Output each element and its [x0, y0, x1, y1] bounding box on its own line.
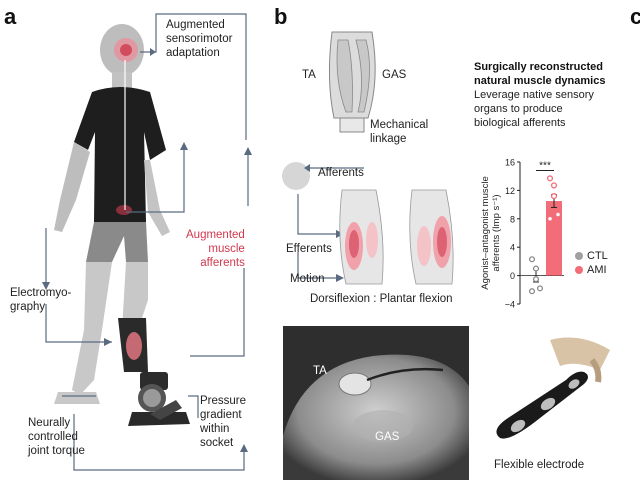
label-gas: GAS [382, 69, 407, 81]
y-tick-label: 0 [510, 271, 515, 281]
data-point-ami [550, 182, 558, 189]
data-point-ctl [528, 288, 536, 295]
muscle-pair-schematic [328, 31, 376, 133]
panel-b-heading: Surgically reconstructed natural muscle … [474, 61, 606, 87]
data-point-ami [546, 215, 554, 222]
panel-label-b: b [274, 4, 288, 29]
label-dorsi-plantar: Dorsiflexion : Plantar flexion [310, 293, 453, 305]
label-augmented-sensorimotor: Augmented sensorimotor adaptation [166, 19, 233, 59]
legend-swatch-ctl [575, 252, 583, 260]
label-ta: TA [302, 69, 316, 81]
data-point-ami [554, 211, 562, 218]
photo-label-ta: TA [313, 365, 327, 377]
photo-label-gas: GAS [375, 431, 400, 443]
spine-highlight [116, 205, 132, 215]
leg-dorsiflexion [339, 189, 384, 285]
data-point-ctl [532, 276, 540, 283]
data-point-ctl [536, 285, 544, 292]
y-tick-label: 16 [505, 158, 515, 168]
label-neurally-controlled: Neurally controlled joint torque [28, 417, 85, 457]
label-afferents: Afferents [318, 167, 364, 179]
y-tick-label: 12 [505, 186, 515, 196]
legend-swatch-ami [575, 266, 583, 274]
person-silhouette [54, 24, 170, 404]
significance-label: *** [539, 161, 551, 172]
y-tick-label: −4 [505, 300, 515, 310]
panel-label-a: a [4, 4, 17, 29]
data-point-ctl [528, 256, 536, 263]
flexible-electrode-image [496, 337, 610, 439]
chart-legend: CTL AMI [575, 250, 608, 276]
data-point-ami [550, 193, 558, 200]
panel-a-figure [42, 13, 252, 471]
data-point-ctl [532, 265, 540, 272]
prosthetic-leg [118, 318, 190, 426]
panel-label-c-partial: c [630, 4, 640, 29]
legend-item-ami: AMI [575, 264, 608, 276]
leg-plantar-flexion [409, 189, 454, 285]
data-point-ami [546, 175, 554, 182]
panel-b-schematics [282, 31, 454, 285]
label-pressure-gradient: Pressure gradient within socket [200, 395, 247, 449]
y-tick-label: 4 [510, 243, 515, 253]
label-efferents: Efferents [286, 243, 332, 255]
label-augmented-afferents: Augmented muscle afferents [186, 229, 245, 269]
label-motion: Motion [290, 273, 325, 285]
panel-b-description: Leverage native sensory organs to produc… [474, 89, 594, 129]
y-axis-label: Agonist–antagonist muscleafferents (Imp … [480, 176, 502, 290]
muscle-photo: TA GAS [283, 326, 469, 480]
label-mechanical-linkage: Mechanical linkage [370, 119, 429, 145]
label-flexible-electrode: Flexible electrode [494, 459, 585, 471]
y-tick-label: 8 [510, 214, 515, 224]
legend-item-ctl: CTL [575, 250, 608, 262]
label-electromyography: Electromyo- graphy [10, 287, 72, 313]
